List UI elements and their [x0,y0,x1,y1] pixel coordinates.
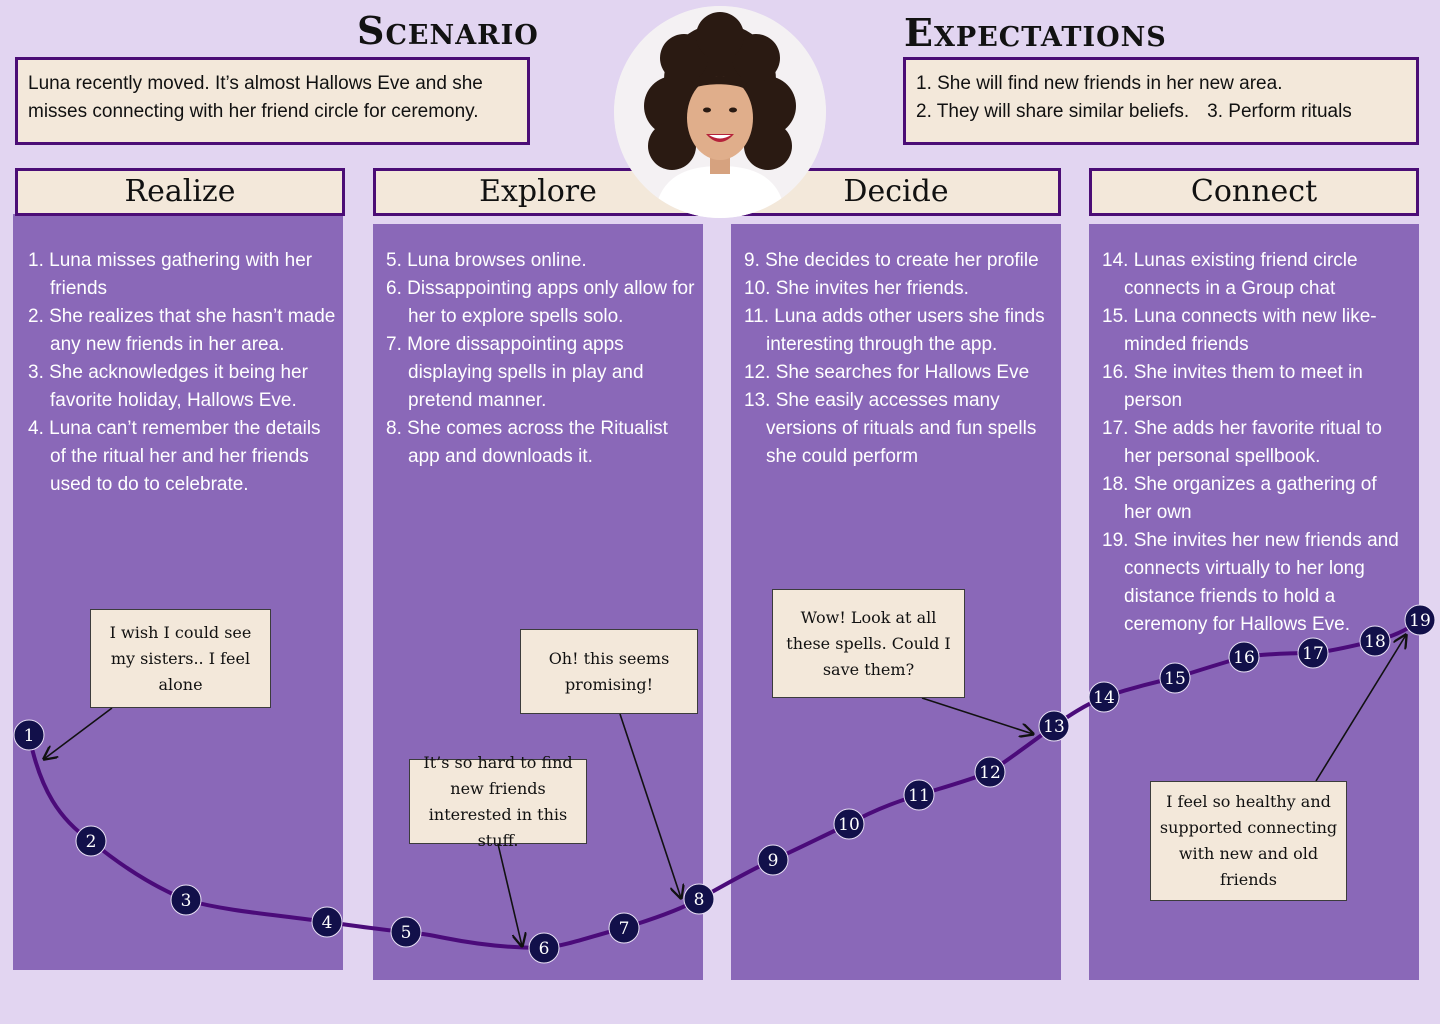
journey-point-label-15: 15 [1164,669,1186,689]
journey-point-label-9: 9 [768,851,779,871]
step-4: 4. Luna can’t remember the details of th… [28,418,321,495]
scenario-box: Luna recently moved. It’s almost Hallows… [15,57,530,145]
journey-point-12 [974,756,1006,788]
connect-steps: 14. Lunas existing friend circle connect… [1100,247,1406,639]
journey-point-label-12: 12 [979,763,1001,783]
journey-point-label-5: 5 [401,923,412,943]
journey-point-label-10: 10 [838,815,860,835]
expectation-line-1: 1. She will find new friends in her new … [916,73,1283,94]
quote-1-arrow [44,707,113,759]
expectations-box: 1. She will find new friends in her new … [903,57,1419,145]
journey-point-17 [1297,637,1329,669]
journey-point-label-2: 2 [86,832,97,852]
step-10: 10. She invites her friends. [744,278,969,299]
journey-point-label-18: 18 [1364,632,1386,652]
scenario-line-1: Luna recently moved. It’s almost Hallows… [28,73,483,94]
quote-2: It’s so hard to find new friends interes… [409,753,587,850]
journey-point-13 [1038,710,1070,742]
journey-point-1 [13,719,45,751]
journey-point-14 [1088,681,1120,713]
decide-steps: 9. She decides to create her profile 10.… [742,247,1054,471]
realize-column [13,214,343,970]
step-16: 16. She invites them to meet in person [1102,362,1363,411]
expectation-3: 3. Perform rituals [1207,101,1352,122]
journey-point-label-7: 7 [619,919,630,939]
journey-point-15 [1159,662,1191,694]
step-12: 12. She searches for Hallows Eve [744,362,1030,383]
journey-point-4 [311,906,343,938]
journey-point-18 [1359,625,1391,657]
stage-title-realize: Realize [15,168,345,216]
journey-point-2 [75,825,107,857]
journey-point-19 [1404,604,1436,636]
step-11: 11. Luna adds other users she finds inte… [744,306,1045,355]
step-14: 14. Lunas existing friend circle connect… [1102,250,1358,299]
journey-point-6 [528,932,560,964]
quote-2-arrow [497,843,522,946]
step-9: 9. She decides to create her profile [744,250,1039,271]
journey-point-label-8: 8 [694,890,705,910]
journey-point-3 [170,884,202,916]
step-18: 18. She organizes a gathering of her own [1102,474,1377,523]
quote-1: I wish I could see my sisters.. I feel a… [90,609,271,708]
step-7: 7. More dissappointing apps displaying s… [386,334,644,411]
journey-point-5 [390,916,422,948]
journey-point-label-17: 17 [1302,644,1324,664]
scenario-heading: Scenario [357,8,539,53]
journey-point-label-11: 11 [908,786,930,806]
journey-point-11 [903,779,935,811]
journey-point-7 [608,912,640,944]
scenario-line-2: misses connecting with her friend circle… [28,101,479,122]
expectation-line-2: 2. They will share similar beliefs. 3. Pe… [916,98,1406,126]
quote-4: Wow! Look at all these spells. Could I s… [772,589,965,698]
stage-title-decide: Decide [731,168,1061,216]
journey-point-label-3: 3 [181,891,192,911]
explore-steps: 5. Luna browses online. 6. Dissappointin… [384,247,696,471]
explore-column [373,224,703,980]
step-6: 6. Dissappointing apps only allow for he… [386,278,695,327]
journey-point-label-1: 1 [24,726,35,746]
persona-avatar [614,6,826,218]
step-1: 1. Luna misses gathering with her friend… [28,250,313,299]
step-19: 19. She invites her new friends and conn… [1102,530,1399,635]
step-5: 5. Luna browses online. [386,250,587,271]
step-8: 8. She comes across the Ritualist app an… [386,418,668,467]
quote-3-arrow [619,713,681,898]
journey-point-9 [757,844,789,876]
journey-point-label-16: 16 [1233,648,1255,668]
journey-point-10 [833,808,865,840]
journey-point-16 [1228,641,1260,673]
step-2: 2. She realizes that she hasn’t made any… [28,306,336,355]
journey-point-label-14: 14 [1093,688,1115,708]
persona-photo [614,6,826,218]
step-17: 17. She adds her favorite ritual to her … [1102,418,1382,467]
journey-point-label-19: 19 [1409,611,1431,631]
journey-point-label-4: 4 [322,913,333,933]
step-15: 15. Luna connects with new like-minded f… [1102,306,1377,355]
quote-5: I feel so healthy and supported connecti… [1150,781,1347,901]
realize-steps: 1. Luna misses gathering with her friend… [26,247,338,499]
quote-4-arrow [921,697,1033,734]
stage-title-connect: Connect [1089,168,1419,216]
quote-5-arrow [1315,635,1406,782]
expectations-heading: Expectations [904,10,1167,55]
journey-point-label-13: 13 [1043,717,1065,737]
expectation-2: 2. They will share similar beliefs. [916,101,1190,122]
step-3: 3. She acknowledges it being her favorit… [28,362,308,411]
step-13: 13. She easily accesses many versions of… [744,390,1037,467]
journey-point-label-6: 6 [539,939,550,959]
quote-3: Oh! this seems promising! [520,629,698,714]
